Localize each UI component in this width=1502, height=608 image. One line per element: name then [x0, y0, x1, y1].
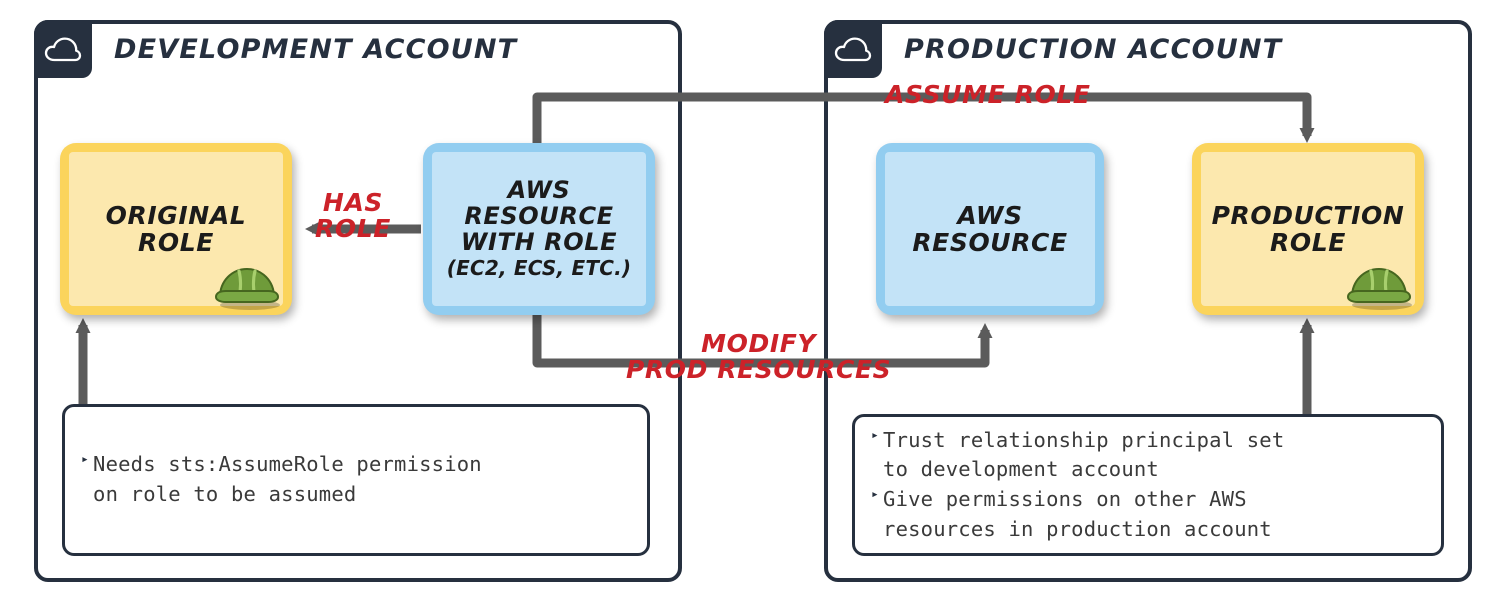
bullet-icon: ▸	[871, 487, 880, 502]
hard-hat-icon	[1346, 267, 1412, 310]
bullet-spacer	[871, 515, 879, 536]
node-production-role-inner: PRODUCTION ROLE	[1201, 152, 1415, 306]
note-text: to development account	[883, 457, 1159, 482]
edge-label-has-role-line1: HAS	[322, 188, 383, 217]
note-item: ▸ Trust relationship principal set	[871, 426, 1425, 456]
node-aws-resource-with-role-sublabel: (EC2, ECS, ETC.)	[446, 255, 632, 280]
note-text: Needs sts:AssumeRole permission	[93, 452, 482, 477]
note-item: ▸ Needs sts:AssumeRole permission	[81, 450, 631, 480]
development-account-title: DEVELOPMENT ACCOUNT	[114, 33, 518, 65]
production-account-container: PRODUCTION ACCOUNT	[824, 20, 1472, 582]
bullet-icon: ▸	[871, 427, 880, 443]
node-production-role-line1: PRODUCTION	[1211, 201, 1405, 230]
edge-label-modify-line1: MODIFY	[701, 329, 817, 358]
bullet-icon: ▸	[81, 452, 90, 468]
node-prod-aws-resource-line2: RESOURCE	[912, 228, 1068, 257]
note-text: Give permissions on other AWS	[883, 487, 1247, 511]
note-item-continuation: to development account	[871, 455, 1425, 485]
node-aws-resource-with-role-inner: AWS RESOURCE WITH ROLE (EC2, ECS, ETC.)	[432, 152, 646, 306]
production-account-header: PRODUCTION ACCOUNT	[824, 20, 1282, 78]
edge-label-has-role: HAS ROLE	[315, 188, 391, 244]
cloud-icon	[824, 20, 882, 78]
node-aws-resource-with-role-line1: AWS	[507, 176, 571, 205]
node-prod-aws-resource[interactable]: AWS RESOURCE	[876, 143, 1104, 315]
hard-hat-icon	[214, 267, 280, 310]
node-production-role[interactable]: PRODUCTION ROLE	[1192, 143, 1424, 315]
node-prod-aws-resource-line1: AWS	[957, 201, 1023, 230]
note-text: Trust relationship principal set	[883, 427, 1285, 452]
node-prod-aws-resource-inner: AWS RESOURCE	[885, 152, 1095, 306]
node-original-role[interactable]: ORIGINAL ROLE	[60, 143, 292, 315]
bullet-spacer	[871, 455, 879, 476]
bullet-spacer	[81, 480, 89, 501]
node-aws-resource-with-role-line2: RESOURCE	[464, 202, 614, 231]
development-note-box: ▸ Needs sts:AssumeRole permission on rol…	[62, 404, 650, 556]
note-text: resources in production account	[883, 516, 1272, 541]
production-note-box: ▸ Trust relationship principal set to de…	[852, 414, 1444, 556]
edge-label-has-role-line2: ROLE	[315, 214, 391, 244]
note-item-continuation: resources in production account	[871, 515, 1425, 545]
edge-label-assume-role: ASSUME ROLE	[885, 80, 1091, 109]
cloud-icon	[34, 20, 92, 78]
edge-label-modify-line2: PROD RESOURCES	[626, 355, 892, 384]
node-aws-resource-with-role[interactable]: AWS RESOURCE WITH ROLE (EC2, ECS, ETC.)	[423, 143, 655, 315]
node-aws-resource-with-role-line3: WITH ROLE	[460, 227, 618, 256]
note-text: on role to be assumed	[93, 482, 357, 506]
development-account-header: DEVELOPMENT ACCOUNT	[34, 20, 517, 78]
node-original-role-line2: ROLE	[138, 228, 214, 257]
note-item-continuation: on role to be assumed	[81, 480, 631, 510]
node-production-role-line2: ROLE	[1270, 228, 1346, 257]
edge-label-modify-prod-resources: MODIFY PROD RESOURCES	[626, 331, 891, 383]
note-item: ▸ Give permissions on other AWS	[871, 485, 1425, 515]
development-account-container: DEVELOPMENT ACCOUNT	[34, 20, 682, 582]
node-original-role-line1: ORIGINAL	[105, 201, 247, 230]
production-account-title: PRODUCTION ACCOUNT	[904, 33, 1283, 65]
